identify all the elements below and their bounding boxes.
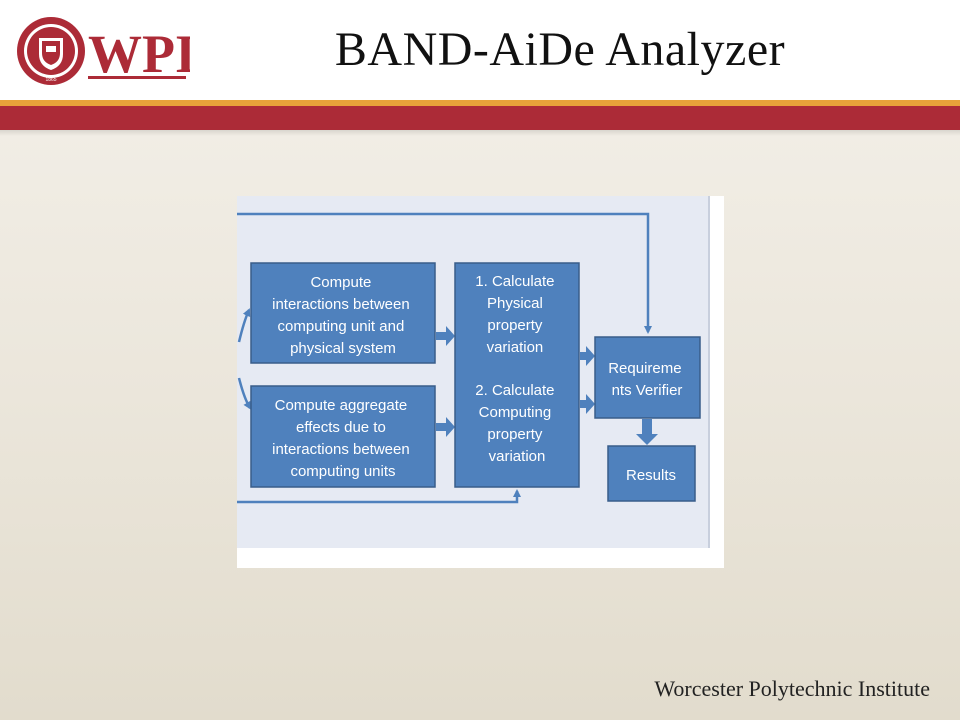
box-requirements-verifier — [594, 336, 701, 419]
header-gold-stripe — [0, 100, 960, 106]
arrow-interactions-to-calc — [436, 326, 455, 346]
page-title: BAND-AiDe Analyzer — [334, 23, 786, 76]
box-line: Physical — [487, 295, 543, 312]
box-results-text: Results — [626, 467, 676, 484]
box-calculate-variation-text: 1. Calculate Physical property variation… — [475, 273, 558, 465]
feedback-arrow-top — [237, 212, 652, 334]
box-line: Results — [626, 467, 676, 484]
feedback-arrow-bottom — [237, 489, 521, 504]
box-results — [607, 445, 696, 502]
box-compute-aggregate-text: Compute aggregate effects due to interac… — [272, 397, 414, 480]
flow-diagram: Compute interactions between computing u… — [237, 196, 724, 568]
box-calculate-variation — [454, 262, 580, 488]
box-line: Compute — [310, 274, 371, 291]
box-compute-interactions-text: Compute interactions between computing u… — [272, 274, 414, 357]
box-line: physical system — [290, 340, 396, 357]
box-line: property — [487, 426, 543, 443]
box-line: interactions between — [272, 296, 410, 313]
box-line: interactions between — [272, 441, 410, 458]
slide-header: 1865 WPI BAND-AiDe Analyzer — [0, 0, 960, 100]
box-line: variation — [487, 339, 544, 356]
box-line: Compute aggregate — [275, 397, 408, 414]
box-line: property — [487, 317, 543, 334]
box-line: 1. Calculate — [475, 273, 554, 290]
footer-institution-name: Worcester Polytechnic Institute — [654, 676, 930, 701]
box-line: computing units — [290, 463, 395, 480]
box-compute-aggregate — [250, 385, 436, 488]
box-line: 2. Calculate — [475, 382, 554, 399]
arrow-verifier-to-results — [636, 419, 658, 445]
logo-wordmark: WPI — [88, 24, 190, 84]
box-line: Requireme — [608, 360, 681, 377]
box-line: variation — [489, 448, 546, 465]
arrow-aggregate-to-calc — [436, 417, 455, 437]
box-requirements-verifier-text: Requireme nts Verifier — [608, 360, 686, 399]
box-line: computing unit and — [278, 318, 405, 335]
wpi-logo: 1865 WPI — [17, 17, 190, 85]
flow-diagram-canvas: Compute interactions between computing u… — [237, 196, 710, 548]
input-arrow-lower — [237, 377, 252, 410]
box-line: Computing — [479, 404, 552, 421]
box-line: nts Verifier — [612, 382, 683, 399]
input-arrow-upper — [237, 308, 251, 343]
box-line: effects due to — [296, 419, 386, 436]
logo-year: 1865 — [45, 77, 56, 83]
arrow-calc-to-verifier-2 — [580, 394, 595, 414]
header-stripe-shadow — [0, 130, 960, 136]
arrow-calc-to-verifier-1 — [580, 346, 595, 366]
header-red-stripe — [0, 106, 960, 130]
box-compute-interactions — [250, 262, 436, 364]
